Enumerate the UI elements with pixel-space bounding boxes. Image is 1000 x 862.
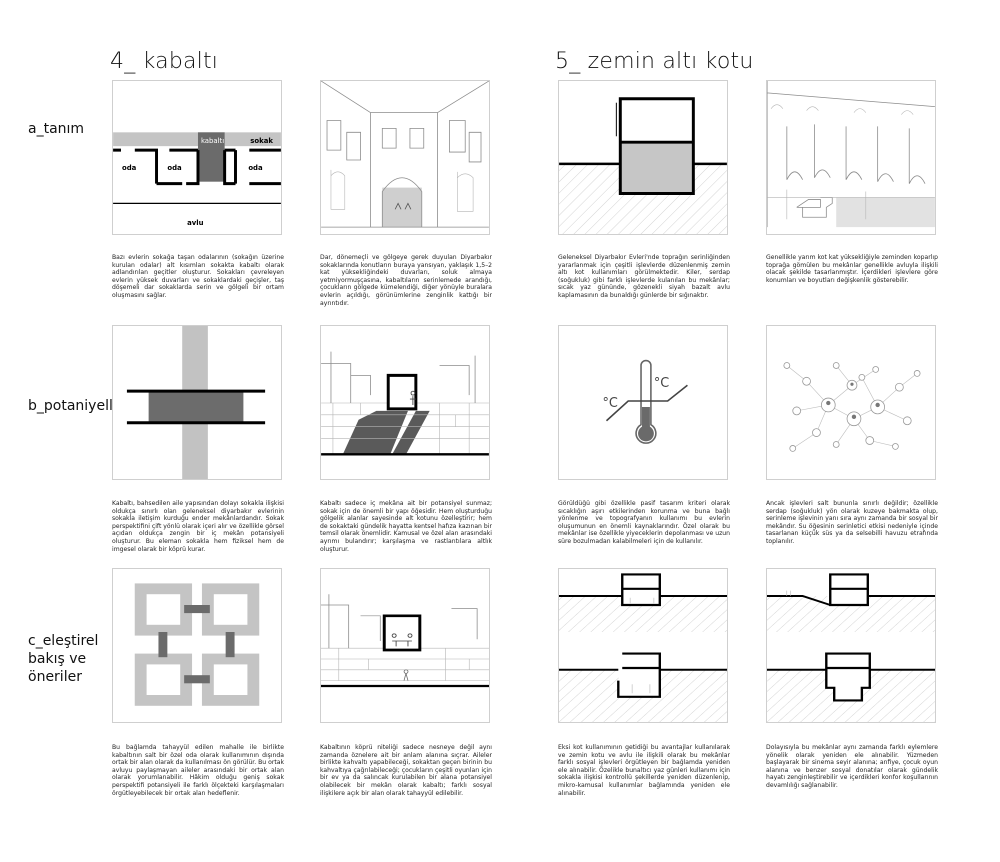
bridge-svg	[126, 326, 266, 479]
sketch-kabalti-breakfast	[320, 568, 490, 723]
caption-c1: Bu bağlamda tahayyül edilen mahalle ile …	[112, 744, 284, 797]
plan-label-oda-2: oda	[167, 164, 182, 172]
sketch-kabalti-street	[320, 80, 490, 235]
bridge-block	[148, 391, 244, 423]
plan-label-avlu: avlu	[187, 219, 204, 227]
network-person-marks	[826, 382, 880, 419]
breakfast-figures	[391, 633, 413, 647]
diagram-cluster-plan	[112, 568, 282, 723]
network-nodes	[783, 362, 921, 452]
plan-label-kabalti: kabaltı	[201, 137, 224, 145]
section-walls	[618, 97, 695, 196]
plan-label-oda-3: oda	[248, 164, 263, 172]
diagram-kabalti-plan: kabaltı sokak oda oda oda avlu	[112, 80, 282, 235]
plan-label-sokak: sokak	[250, 137, 273, 145]
caption-a2: Dar, dönemeçli ve gölgeye gerek duyulan …	[320, 254, 492, 307]
heading-zemin-alti-kotu: 5_ zemin altı kotu	[555, 49, 754, 74]
street-band	[113, 132, 281, 147]
kabalti-plan-svg: kabaltı sokak oda oda oda avlu	[113, 132, 281, 227]
thermometer-outline	[635, 359, 657, 444]
shadow-left	[342, 410, 408, 455]
row-label-tanim: a_tanım	[28, 121, 85, 137]
shadow-right	[392, 410, 430, 455]
kabalti-room-2	[382, 614, 422, 652]
cellar-fill	[620, 142, 694, 194]
children-figures	[394, 202, 412, 210]
sections-a-svg	[559, 573, 727, 722]
network-svg	[783, 362, 921, 452]
thermometer-svg: °C °C	[603, 359, 688, 444]
section-svg	[559, 97, 727, 234]
passerby-figure	[403, 669, 409, 681]
row-label-potansiyeller: b_potaniyeller	[28, 398, 128, 414]
person-figure	[409, 390, 416, 405]
diagram-kabalti-bridge	[112, 325, 282, 480]
caption-b2: Kabaltı sadece iç mekâna ait bir potansi…	[320, 500, 492, 553]
diagram-social-network	[766, 325, 936, 480]
diagram-thermometer: °C °C	[558, 325, 728, 480]
thermo-label-right: °C	[654, 376, 669, 391]
passage-shadow	[382, 187, 422, 228]
cluster-bridges	[158, 605, 235, 684]
caption-c3: Eksi kot kullanımının getidiği bu avanta…	[558, 744, 730, 797]
bridge-walls	[126, 389, 266, 425]
heading-kabalti: 4_ kabaltı	[110, 49, 219, 74]
cluster-svg	[134, 583, 260, 706]
kabalti-block	[197, 132, 225, 182]
caption-c2: Kabaltının köprü niteliği sadece nesneye…	[320, 744, 492, 797]
sketch-serdap-interior	[766, 80, 936, 235]
caption-b3: Görüldüğü gibi özellikle pasif tasarım k…	[558, 500, 730, 545]
diagram-zemin-alti-section	[558, 80, 728, 235]
sketch-kabalti-shadow	[320, 325, 490, 480]
caption-a3: Geleneksel Diyarbakır Evleri'nde toprağı…	[558, 254, 730, 299]
breakfast-sketch-svg	[321, 594, 489, 688]
diagram-sections-proposal-b	[766, 568, 936, 723]
shadow-sketch-svg	[321, 351, 489, 456]
caption-c4: Dolayısıyla bu mekânlar aynı zamanda far…	[766, 744, 938, 789]
interior-sketch-svg	[767, 81, 935, 228]
thermometer-mercury	[638, 406, 654, 442]
caption-a4: Genellikle yarım kot kat yüksekliğiyle z…	[766, 254, 938, 284]
plan-label-oda-1: oda	[122, 164, 137, 172]
sections-b-svg	[767, 573, 935, 722]
kabalti-room	[386, 373, 418, 411]
caption-a1: Bazı evlerin sokağa taşan odalarının (so…	[112, 254, 284, 299]
diagram-sections-proposal-a	[558, 568, 728, 723]
caption-b1: Kabaltı, bahsedilen aile yapısından dola…	[112, 500, 284, 553]
temperature-curve	[605, 384, 688, 422]
floor-shade	[836, 197, 935, 228]
thermo-label-left: °C	[603, 396, 618, 411]
plan-walls	[113, 148, 281, 186]
row-label-elestirel: c_eleştirel bakış ve öneriler	[28, 633, 99, 685]
street-sketch-svg	[321, 81, 489, 228]
caption-b4: Ancak işlevleri salt bununla sınırlı değ…	[766, 500, 938, 545]
